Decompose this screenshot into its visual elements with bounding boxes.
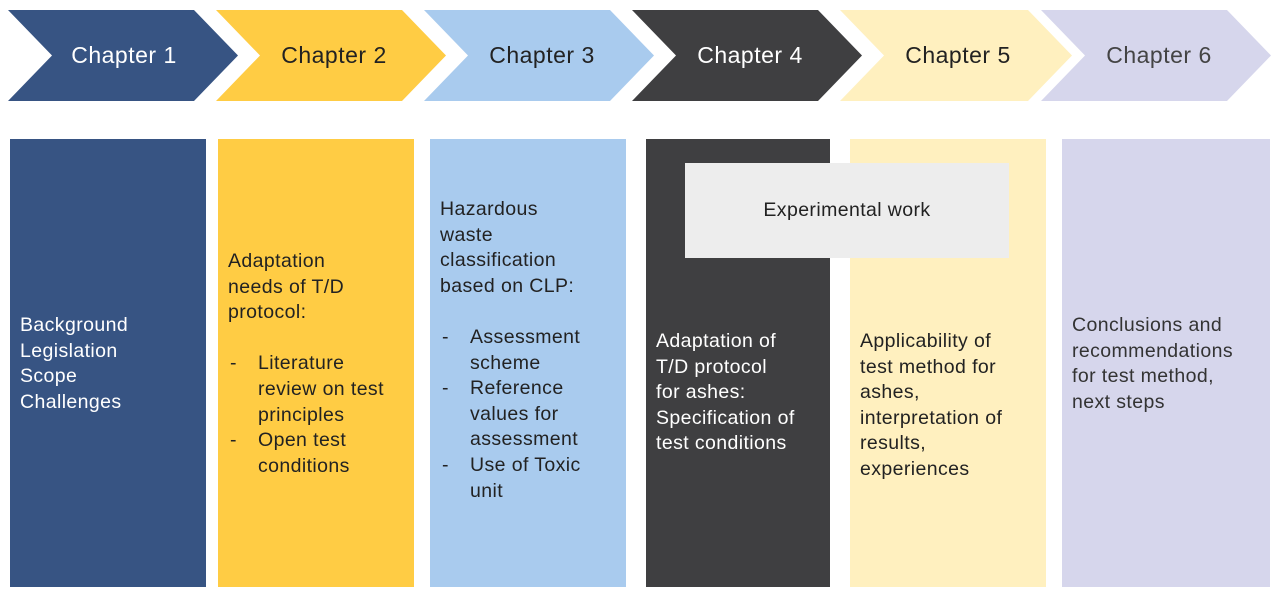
text-line: Adaptation of xyxy=(656,330,777,352)
list-item: Assessment scheme xyxy=(440,325,581,376)
text-line: test method for xyxy=(860,355,997,378)
chevron-label: Chapter 5 xyxy=(905,42,1011,68)
text-line: test conditions xyxy=(656,432,787,455)
chevron-chapter-6: Chapter 6 xyxy=(1041,10,1271,101)
chevron-label: Chapter 3 xyxy=(489,42,595,68)
text-line: Background xyxy=(20,314,129,336)
text-line: Challenges xyxy=(20,390,122,413)
column-chapter-3: Hazardous waste classification based on … xyxy=(430,139,626,587)
text-line: Specification of xyxy=(656,406,795,429)
text-line: T/D protocol xyxy=(656,355,768,378)
column-text: Background Legislation Scope Challenges xyxy=(20,313,128,415)
text-line: waste xyxy=(440,223,493,246)
text-line: Scope xyxy=(20,365,78,388)
column-chapter-1: Background Legislation Scope Challenges xyxy=(10,139,206,587)
column-text: Adaptation of T/D protocol for ashes: Sp… xyxy=(656,329,795,457)
text-line: experiences xyxy=(860,457,970,480)
bullet-list: Assessment scheme Reference values for a… xyxy=(440,325,581,504)
column-text: Hazardous waste classification based on … xyxy=(440,197,581,504)
text-line: recommendations xyxy=(1072,339,1233,362)
text-line: Adaptation xyxy=(228,250,326,272)
text-line: interpretation of xyxy=(860,406,1003,429)
column-text: Conclusions and recommendations for test… xyxy=(1072,313,1233,415)
text-line: protocol: xyxy=(228,301,307,324)
list-item: Use of Toxic unit xyxy=(440,453,581,504)
text-line: classification xyxy=(440,249,557,272)
chevron-chapter-5: Chapter 5 xyxy=(840,10,1072,101)
text-line: Conclusions and xyxy=(1072,314,1223,336)
experimental-work-box: Experimental work xyxy=(685,163,1009,258)
list-item: Open test conditions xyxy=(228,428,384,479)
text-line: for test method, xyxy=(1072,365,1214,388)
chevron-label: Chapter 6 xyxy=(1106,42,1212,68)
chevron-chapter-4: Chapter 4 xyxy=(632,10,862,101)
list-item: Reference values for assessment xyxy=(440,376,581,453)
chevron-chapter-3: Chapter 3 xyxy=(424,10,654,101)
text-line: next steps xyxy=(1072,390,1165,413)
chevron-chapter-1: Chapter 1 xyxy=(8,10,238,101)
text-line: for ashes: xyxy=(656,381,746,404)
text-line: ashes, xyxy=(860,381,920,404)
text-line: results, xyxy=(860,432,927,455)
text-line: needs of T/D xyxy=(228,275,345,298)
chevron-label: Chapter 1 xyxy=(71,42,177,68)
experimental-work-label: Experimental work xyxy=(763,199,931,221)
bullet-list: Literature review on test principles Ope… xyxy=(228,351,384,479)
column-text: Adaptation needs of T/D protocol: Litera… xyxy=(228,249,384,479)
column-text: Applicability of test method for ashes, … xyxy=(860,329,1002,483)
column-chapter-6: Conclusions and recommendations for test… xyxy=(1062,139,1270,587)
list-item: Literature review on test principles xyxy=(228,351,384,428)
chevron-chapter-2: Chapter 2 xyxy=(216,10,446,101)
text-line: Legislation xyxy=(20,339,118,362)
chevron-label: Chapter 4 xyxy=(697,42,803,68)
text-line: Applicability of xyxy=(860,330,992,352)
column-chapter-2: Adaptation needs of T/D protocol: Litera… xyxy=(218,139,414,587)
text-line: based on CLP: xyxy=(440,274,575,297)
text-line: Hazardous xyxy=(440,198,538,220)
chevron-label: Chapter 2 xyxy=(281,42,387,68)
